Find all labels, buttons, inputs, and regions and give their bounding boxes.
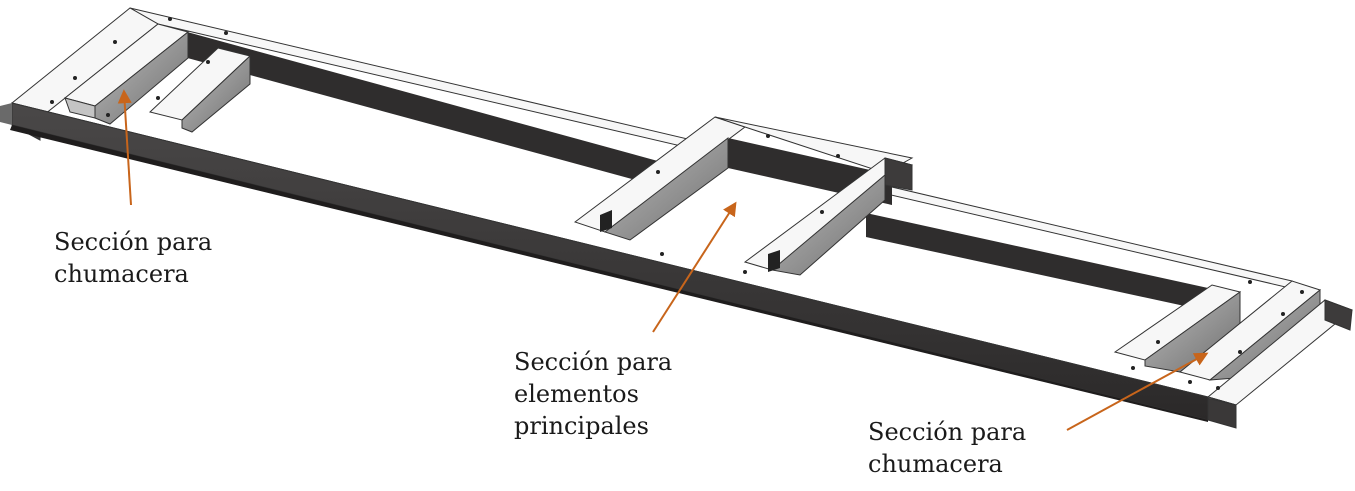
label-left-line-2: chumacera	[54, 260, 189, 288]
label-right-line-1: Sección para	[868, 418, 1027, 446]
mounting-holes	[50, 17, 1304, 390]
label-right-line-2: chumacera	[868, 450, 1003, 478]
label-center-line-1: Sección para	[514, 348, 673, 376]
right-end-section	[1113, 280, 1353, 429]
label-right-chumacera: Sección para chumacera	[868, 416, 1026, 480]
arrow-right	[1066, 352, 1209, 431]
arrow-center	[652, 201, 737, 333]
label-center-line-2: elementos	[514, 380, 639, 408]
callout-arrows	[117, 89, 1209, 431]
center-section	[573, 116, 914, 276]
label-center-line-3: principales	[514, 412, 649, 440]
front-rail	[0, 102, 1237, 422]
left-end-section	[11, 7, 252, 141]
arrow-left	[117, 89, 132, 206]
label-left-line-1: Sección para	[54, 228, 213, 256]
label-center-elementos: Sección para elementos principales	[514, 346, 672, 442]
label-left-chumacera: Sección para chumacera	[54, 226, 212, 290]
